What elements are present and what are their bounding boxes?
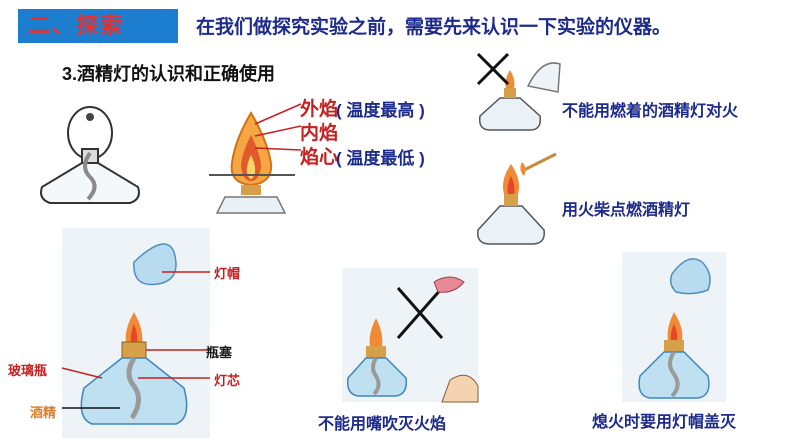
lamp-to-lamp-illustration <box>476 52 561 131</box>
alcohol-lamp-illustration <box>40 106 140 204</box>
flame-structure-illustration <box>209 111 295 214</box>
stopper-label: 瓶塞 <box>206 345 233 360</box>
caption-use-match: 用火柴点燃酒精灯 <box>562 202 691 219</box>
inner-flame-label: 内焰 <box>300 123 339 144</box>
alcohol-label: 酒精 <box>30 405 57 420</box>
bottle-label: 玻璃瓶 <box>8 363 48 378</box>
section-subtitle: 3.酒精灯的认识和正确使用 <box>62 64 276 84</box>
outer-flame-note: ( 温度最高 ) <box>336 101 425 120</box>
page-headline: 在我们做探究实验之前，需要先来认识一下实验的仪器。 <box>196 17 672 38</box>
caption-cap-extinguish: 熄火时要用灯帽盖灭 <box>592 414 737 431</box>
caption-no-lamp-to-lamp: 不能用燃着的酒精灯对火 <box>562 103 739 120</box>
outer-flame-label: 外焰 <box>300 99 339 120</box>
flame-core-label: 焰心 <box>300 147 339 168</box>
cap-label: 灯帽 <box>214 266 241 281</box>
cap-extinguish-illustration <box>638 258 711 399</box>
match-lighting-illustration <box>477 152 557 245</box>
no-blow-illustration <box>346 276 479 403</box>
flame-pointer-lines <box>254 103 302 151</box>
wick-label: 灯芯 <box>214 373 241 388</box>
caption-no-blow: 不能用嘴吹灭火焰 <box>318 416 447 433</box>
flame-core-note: ( 温度最低 ) <box>336 149 425 168</box>
lamp-parts-diagram <box>61 243 210 425</box>
section-tag-background <box>18 9 178 43</box>
section-tag: 二、探索 <box>28 13 125 38</box>
